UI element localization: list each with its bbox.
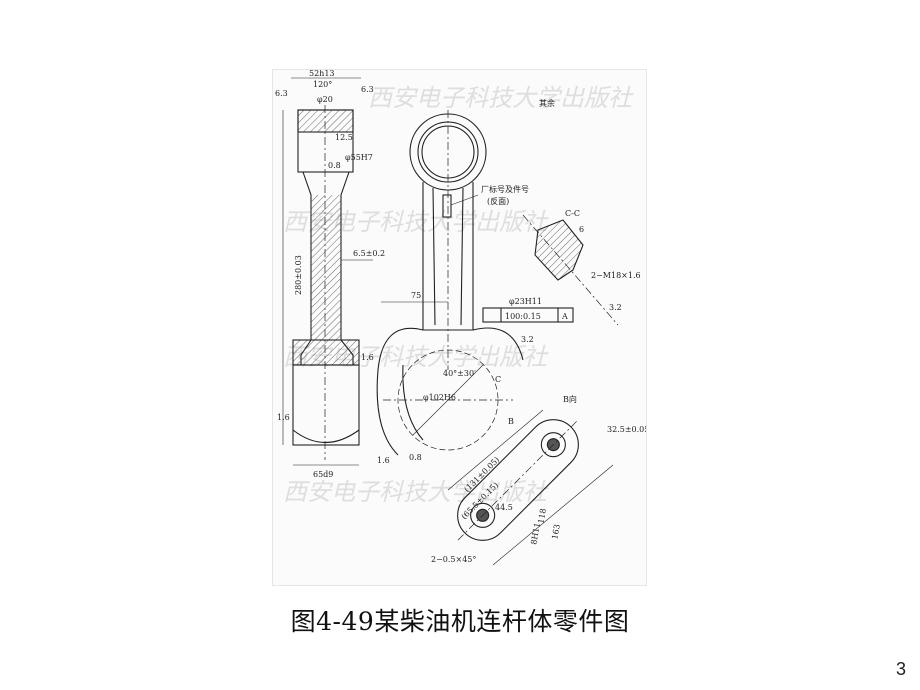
watermark-text-1: 西安电子科技大学出版社 <box>368 84 634 112</box>
label-1-6-c: 1.6 <box>377 456 390 465</box>
label-maker-2: (反面) <box>487 196 509 206</box>
label-phi55: φ55H7 <box>345 153 373 162</box>
section-cc-hatch <box>534 219 584 281</box>
label-others: 其余 <box>539 98 555 108</box>
label-32-5: 32.5±0.05 <box>607 425 647 434</box>
label-maker-1: 厂标号及件号 <box>481 184 529 194</box>
small-end-hatch <box>297 109 354 133</box>
label-chamfer: 2−0.5×45° <box>431 555 476 564</box>
label-phi23: φ23H11 <box>509 297 542 306</box>
label-75: 75 <box>411 291 421 300</box>
tolerance-frame <box>482 307 574 323</box>
shank-hatch <box>311 195 341 340</box>
label-52h13: 52h13 <box>309 70 335 78</box>
label-3-2: 3.2 <box>521 335 534 344</box>
label-120: 120° <box>313 80 332 89</box>
dim-line-163 <box>492 464 614 566</box>
label-1-6-b: 1.6 <box>277 413 290 422</box>
label-0-8b: 0.8 <box>409 453 422 462</box>
drawing-svg: 西安电子科技大学出版社 西安电子科技大学出版社 西安电子科技大学出版社 西安电子… <box>275 70 647 566</box>
label-8h11: 8H11 <box>529 522 542 545</box>
b-view-centerline <box>457 419 579 541</box>
big-end-arc <box>292 429 360 443</box>
label-mark-b: B <box>508 417 514 426</box>
label-phi20: φ20 <box>317 95 333 104</box>
label-118: 118 <box>536 508 548 525</box>
label-6: 6 <box>579 225 584 234</box>
big-end-inner-arc <box>402 364 424 441</box>
label-datum-a: A <box>561 312 568 321</box>
label-280: 280±0.03 <box>294 255 303 295</box>
label-40: 40°±30′ <box>443 369 476 378</box>
label-thread: 2−M18×1.6 <box>591 271 641 280</box>
big-end-outer-arc <box>376 369 399 456</box>
label-12-5: 12.5 <box>335 133 353 142</box>
label-mark-c: C <box>495 375 501 384</box>
label-6-3-left: 6.3 <box>275 89 288 98</box>
label-65d9: 65d9 <box>313 470 333 479</box>
label-tolerance: 100:0.15 <box>505 312 541 321</box>
label-6-3-right: 6.3 <box>361 85 374 94</box>
leader-maker <box>450 194 479 206</box>
rod-body-outer <box>422 182 474 330</box>
b-view-group <box>457 419 579 541</box>
label-section-cc: C-C <box>565 209 580 218</box>
label-view-b: B向 <box>563 394 577 404</box>
maker-mark-rect <box>442 194 452 218</box>
figure-caption: 图4-49某柴油机连杆体零件图 <box>290 607 630 636</box>
label-6-5: 6.5±0.2 <box>353 249 385 258</box>
label-phi102: φ102H6 <box>423 393 456 402</box>
label-0-8: 0.8 <box>328 161 341 170</box>
big-end-top <box>377 327 524 371</box>
connecting-rod-drawing: 西安电子科技大学出版社 西安电子科技大学出版社 西安电子科技大学出版社 西安电子… <box>272 69 647 586</box>
dim-line-131 <box>447 409 544 491</box>
big-end-hatch <box>292 339 360 366</box>
dim-line-102 <box>412 364 484 436</box>
label-1-6-a: 1.6 <box>361 353 374 362</box>
label-163: 163 <box>550 524 562 541</box>
label-3-2b: 3.2 <box>609 303 622 312</box>
page-number: 3 <box>895 659 906 679</box>
label-44-5: 44.5 <box>495 503 513 512</box>
big-end-outline <box>292 364 360 446</box>
watermark-text-4: 西安电子科技大学出版社 <box>283 478 549 506</box>
